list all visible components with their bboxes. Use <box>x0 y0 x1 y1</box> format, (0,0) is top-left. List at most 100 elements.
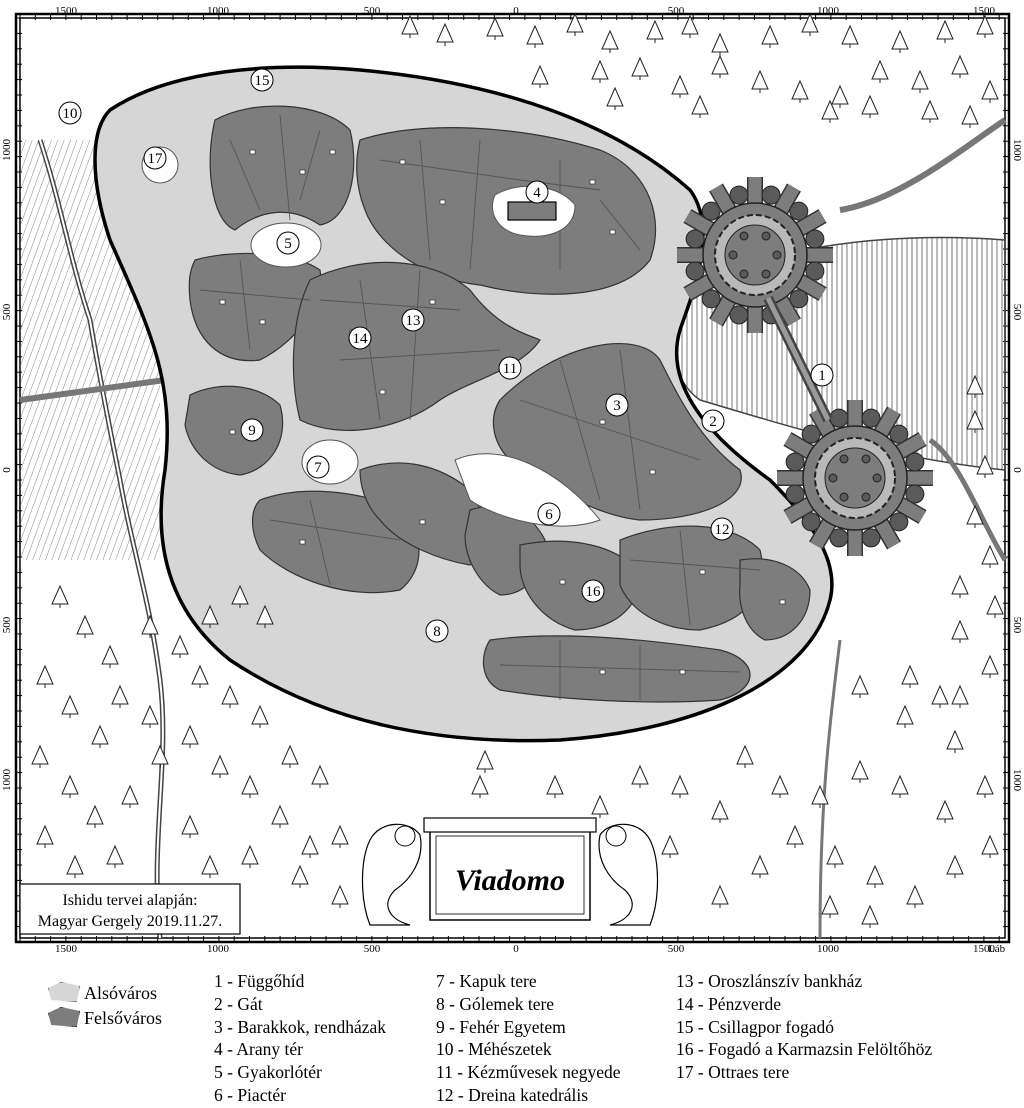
marker-circle <box>701 409 725 433</box>
scale-label-top: 0 <box>513 5 519 17</box>
forest <box>31 12 1004 928</box>
marker-label: 6 <box>545 507 553 523</box>
marker-label: 11 <box>503 361 517 377</box>
marker-label: 13 <box>406 313 421 329</box>
credit-box: Ishidu tervei alapján: Magyar Gergely 20… <box>19 883 241 935</box>
scale-label-top: 1000 <box>207 5 230 17</box>
legend-item: 1 - Függőhíd <box>214 971 305 991</box>
scale-label-bottom: 500 <box>668 943 685 955</box>
scale-label-bottom: 1500 <box>55 943 78 955</box>
legend-item: 10 - Méhészetek <box>436 1039 552 1060</box>
legend-item: 8 - Gólemek tere <box>436 993 555 1014</box>
marker-circle <box>425 619 449 643</box>
scale-label-right: 500 <box>1011 304 1023 321</box>
lower-town-swatch <box>48 982 80 1002</box>
building <box>679 669 686 675</box>
legend-item: 3 - Barakkok, rendházak <box>214 1016 387 1037</box>
building <box>649 469 656 475</box>
scale-label-bottom: 1000 <box>207 943 230 955</box>
city-map: Viadomo Ishidu tervei alapján: Magyar Ge… <box>1 5 1023 955</box>
building <box>299 539 306 545</box>
legend-item: 15 - Csillagpor fogadó <box>676 1016 834 1037</box>
legend-item: 16 - Fogadó a Karmazsin Felöltőhöz <box>676 1039 933 1060</box>
marker-circle <box>525 180 549 204</box>
building <box>379 389 386 395</box>
marker-label: 17 <box>148 151 164 167</box>
marker-label: 1 <box>818 368 826 384</box>
building <box>559 579 566 585</box>
credit-line-2: Magyar Gergely 2019.11.27. <box>38 913 222 930</box>
road-south <box>818 639 842 939</box>
legend-item: 11 - Kézművesek negyede <box>436 1062 621 1083</box>
scale-label-right: 1000 <box>1011 139 1023 162</box>
marker-label: 2 <box>709 414 717 430</box>
legend-item: 4 - Arany tér <box>214 1039 303 1060</box>
building <box>259 319 266 325</box>
scale-label-top: 1000 <box>817 5 840 17</box>
title-cartouche: Viadomo <box>361 817 659 926</box>
building <box>219 299 226 305</box>
map-title: Viadomo <box>455 864 565 897</box>
marker-circle <box>605 393 629 417</box>
upper-town-swatch <box>48 1007 80 1027</box>
marker-label: 16 <box>586 584 602 600</box>
south-fortress <box>777 400 933 556</box>
scale-label-bottom: 1000 <box>817 943 840 955</box>
marker-circle <box>401 308 425 332</box>
legend-item: 7 - Kapuk tere <box>436 971 537 991</box>
legend-zone-upper-label: Felsőváros <box>84 1008 162 1028</box>
legend-item: 12 - Dreina katedrális <box>436 1084 589 1105</box>
credit-line-1: Ishidu tervei alapján: <box>62 892 197 909</box>
scale-label-right: 500 <box>1011 617 1023 634</box>
scale-label-bottom: 0 <box>513 943 519 955</box>
building <box>439 199 446 205</box>
legend-zone-lower: Alsóváros <box>48 982 157 1004</box>
scale-label-right: 0 <box>1011 467 1023 473</box>
marker-label: 4 <box>533 185 541 201</box>
legend-item: 17 - Ottraes tere <box>676 1062 790 1083</box>
scale-label-right: 1000 <box>1011 769 1023 792</box>
road-west <box>19 377 166 403</box>
north-fortress <box>677 177 833 333</box>
building <box>609 229 616 235</box>
marker-circle <box>810 363 834 387</box>
scale-label-top: 1500 <box>55 5 78 17</box>
marker-label: 3 <box>613 398 621 414</box>
marker-circle <box>276 231 300 255</box>
scale-label-top: 1500 <box>973 5 996 17</box>
legend-zone-upper: Felsőváros <box>48 1007 162 1029</box>
marker-label: 8 <box>433 624 441 640</box>
building <box>699 569 706 575</box>
scale-label-left: 500 <box>1 616 13 633</box>
lion-left <box>361 823 422 926</box>
legend-col-2: 7 - Kapuk tere 8 - Gólemek tere 9 - Fehé… <box>436 970 621 1107</box>
road-northeast <box>839 117 1007 213</box>
building <box>779 599 786 605</box>
marker-label: 12 <box>715 522 730 538</box>
marker-circle <box>348 326 372 350</box>
marker-label: 5 <box>284 236 292 252</box>
marker-label: 9 <box>248 423 256 439</box>
building <box>249 149 256 155</box>
marker-circle <box>498 356 522 380</box>
building <box>589 179 596 185</box>
marker-circle <box>250 68 274 92</box>
lion-right <box>598 823 659 926</box>
marker-circle <box>240 418 264 442</box>
legend-col-1: 1 - Függőhíd 2 - Gát 3 - Barakkok, rendh… <box>214 970 386 1107</box>
scale-label-bottom: 1500 <box>973 943 996 955</box>
marker-circle <box>143 146 167 170</box>
scale-label-top: 500 <box>364 5 381 17</box>
building <box>329 149 336 155</box>
road-east <box>928 437 1008 562</box>
building <box>429 299 436 305</box>
marker-circle <box>710 517 734 541</box>
legend-item: 13 - Oroszlánszív bankház <box>676 971 863 991</box>
building <box>299 169 306 175</box>
marker-circle <box>581 579 605 603</box>
legend-item: 6 - Piactér <box>214 1084 286 1105</box>
building <box>229 429 236 435</box>
marker-label: 10 <box>63 106 78 122</box>
